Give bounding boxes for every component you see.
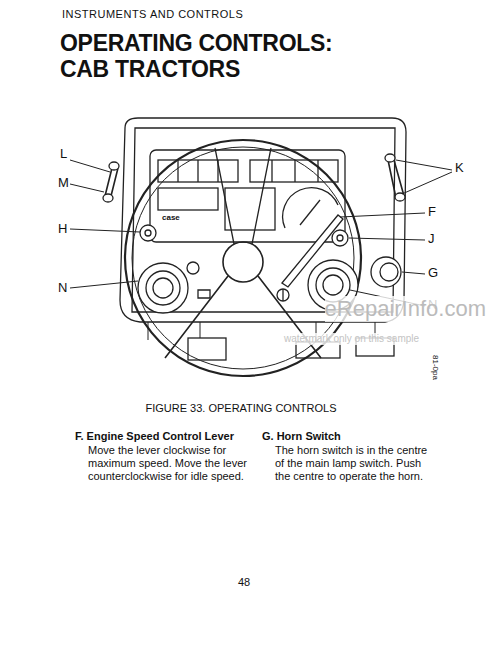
lamp-switch bbox=[371, 257, 401, 287]
page-title: OPERATING CONTROLS: CAB TRACTORS bbox=[60, 30, 360, 83]
callout-letter: J bbox=[428, 231, 435, 247]
callout-letter: M bbox=[58, 175, 69, 191]
wheel-spoke bbox=[215, 148, 271, 244]
watermark-note: watermark only on this sample bbox=[284, 333, 419, 345]
drawing-number: 81-0pa bbox=[430, 355, 440, 380]
callout-letter: H bbox=[58, 221, 67, 237]
switch-knob bbox=[332, 230, 348, 246]
steering-hub bbox=[223, 242, 263, 282]
page-number: 48 bbox=[238, 576, 250, 589]
callout-letter: F bbox=[428, 204, 436, 220]
running-header: INSTRUMENTS AND CONTROLS bbox=[62, 8, 322, 21]
section-heading: G. Horn Switch bbox=[262, 430, 432, 443]
air-vent bbox=[138, 263, 188, 313]
callout-letter: K bbox=[455, 160, 464, 176]
tachometer-arc bbox=[283, 188, 338, 228]
section-heading: F. Engine Speed Control Lever bbox=[75, 430, 255, 443]
callout-letter: L bbox=[60, 146, 67, 162]
watermark: eRepairInfo.com bbox=[325, 296, 486, 322]
gauge-panel bbox=[250, 160, 338, 182]
gauge-panel bbox=[158, 160, 238, 182]
figure-caption: FIGURE 33. OPERATING CONTROLS bbox=[0, 402, 486, 415]
brand-mark: case bbox=[161, 213, 181, 223]
section-body: The horn switch is in the centre of the … bbox=[275, 444, 433, 484]
callout-letter: G bbox=[428, 265, 438, 281]
hour-meter bbox=[225, 188, 275, 230]
leader-lines bbox=[70, 160, 452, 306]
right-lever bbox=[388, 160, 404, 198]
pedal bbox=[188, 338, 226, 360]
callout-letter: N bbox=[58, 280, 67, 296]
section-body: Move the lever clockwise for maximum spe… bbox=[88, 444, 248, 484]
switch-knob bbox=[140, 225, 156, 241]
warning-lamps bbox=[158, 188, 218, 210]
